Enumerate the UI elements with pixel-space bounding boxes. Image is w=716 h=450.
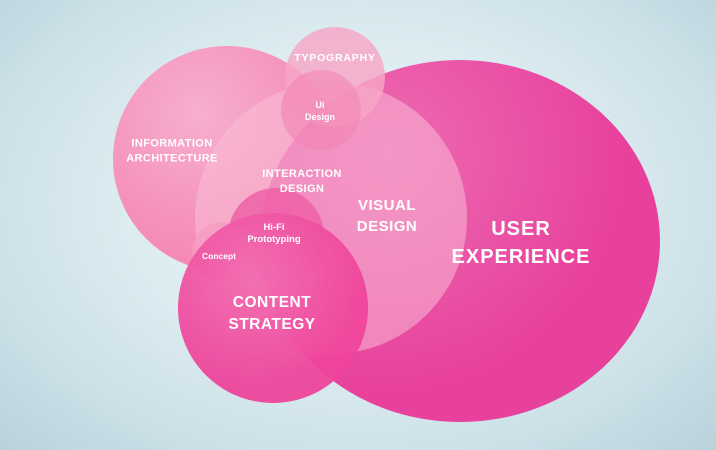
content-strategy-circle xyxy=(178,213,368,403)
interaction-design-label: INTERACTION DESIGN xyxy=(262,168,342,195)
concept-label: Concept xyxy=(202,251,236,261)
ui-design-label: Ui Design xyxy=(304,100,336,122)
typography-label: TYPOGRAPHY xyxy=(294,52,376,64)
ui-design-circle xyxy=(281,70,361,150)
information-architecture-label: INFORMATION ARCHITECTURE xyxy=(126,137,218,165)
visual-design-label: VISUAL DESIGN xyxy=(356,197,418,235)
hifi-prototyping-label: Hi-Fi Prototyping xyxy=(247,222,301,245)
content-strategy-label: CONTENT STRATEGY xyxy=(228,294,316,333)
user-experience-label: USER EXPERIENCE xyxy=(451,218,591,268)
